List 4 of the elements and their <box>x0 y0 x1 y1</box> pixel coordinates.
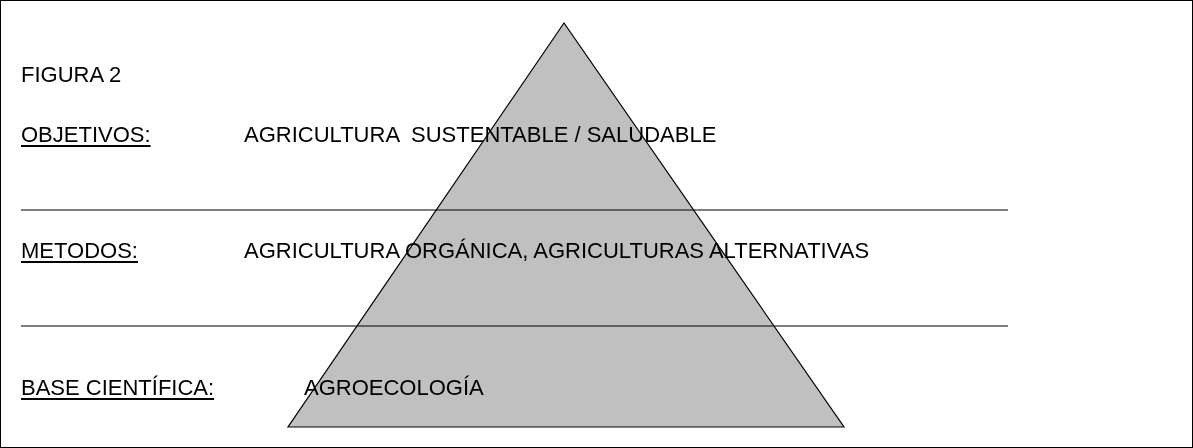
row-heading: BASE CIENTÍFICA: <box>21 377 215 399</box>
row-heading: METODOS: <box>21 240 138 262</box>
figure-label: FIGURA 2 <box>21 64 122 86</box>
row-heading: OBJETIVOS: <box>21 124 151 146</box>
